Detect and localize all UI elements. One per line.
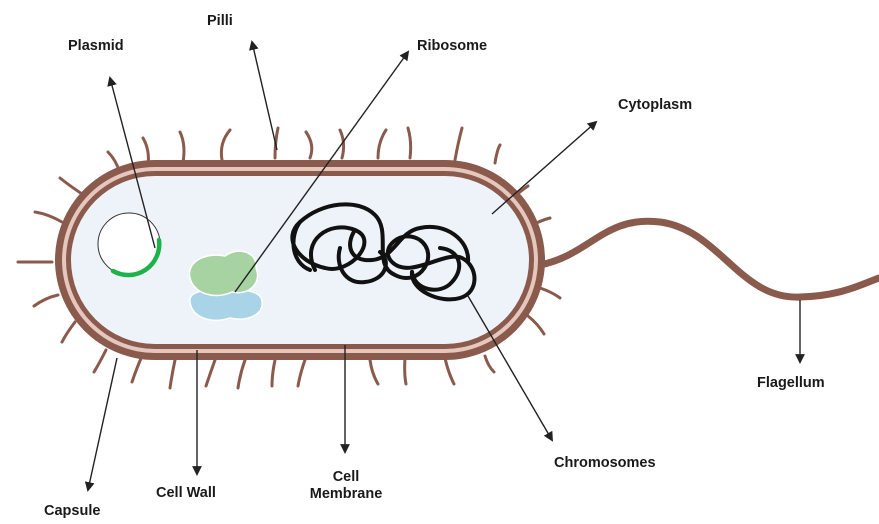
label-cell-membrane-line1: Cell	[296, 469, 396, 486]
label-flagellum: Flagellum	[757, 375, 825, 392]
label-ribosome: Ribosome	[417, 38, 487, 55]
arrow-cytoplasm	[492, 122, 596, 214]
flagellum	[540, 221, 879, 297]
label-chromosomes: Chromosomes	[554, 455, 656, 472]
label-cell-membrane-line2: Membrane	[296, 486, 396, 503]
label-plasmid: Plasmid	[68, 38, 124, 55]
arrow-pilli	[252, 42, 277, 150]
label-cell-wall: Cell Wall	[156, 485, 216, 502]
label-pilli: Pilli	[207, 13, 233, 30]
label-capsule: Capsule	[44, 503, 100, 520]
label-cell-membrane: Cell Membrane	[296, 469, 396, 503]
arrow-capsule	[88, 358, 117, 490]
label-cytoplasm: Cytoplasm	[618, 97, 692, 114]
